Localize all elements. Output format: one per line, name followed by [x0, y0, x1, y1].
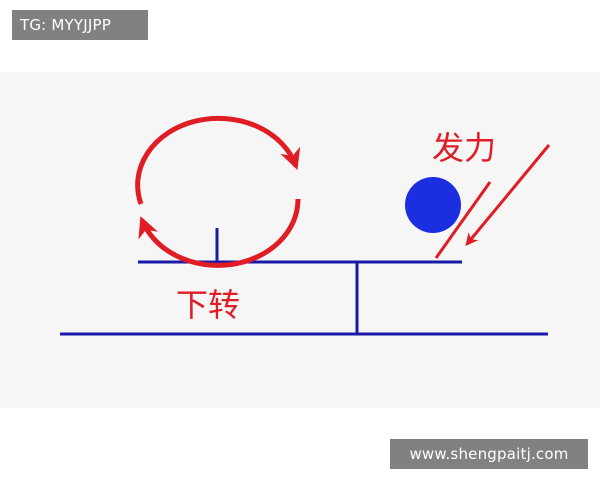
force-line-short — [434, 181, 492, 259]
force-label: 发力 — [432, 129, 496, 167]
site-watermark: www.shengpaitj.com — [390, 439, 588, 469]
ball — [405, 177, 461, 233]
force-arrow — [465, 144, 551, 246]
diagram-panel — [0, 72, 600, 408]
rotation-arrow-lower — [138, 198, 301, 268]
telegram-watermark: TG: MYYJJPP — [12, 10, 148, 40]
backspin-label: 下转 — [176, 286, 240, 324]
rotation-arrow-upper — [135, 115, 301, 205]
